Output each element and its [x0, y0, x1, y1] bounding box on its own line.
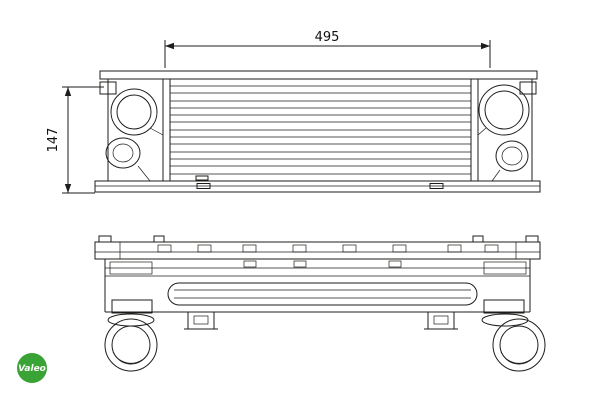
width-dimension: 495	[164, 30, 491, 68]
tab	[153, 235, 165, 243]
height-dimension-label: 147	[46, 128, 61, 153]
front-view	[94, 70, 541, 193]
bottom-view	[94, 235, 546, 372]
mounting-foot-right	[424, 311, 458, 330]
rail-clips	[119, 242, 517, 259]
mounting-foot-left	[184, 311, 218, 330]
arrowhead-right	[481, 42, 490, 50]
left-pipe-bottom	[104, 261, 158, 372]
top-rail	[99, 70, 538, 80]
tab	[472, 235, 484, 243]
valeo-logo: Valeo	[17, 353, 47, 383]
left-bracket	[99, 81, 117, 95]
left-pipe-opening	[116, 94, 152, 130]
bottom-rail	[94, 180, 541, 193]
core-edge	[167, 282, 478, 306]
right-pipe-opening	[484, 90, 524, 130]
right-hose	[495, 140, 529, 172]
mounting-slot-left	[196, 183, 211, 189]
valeo-logo-disc	[17, 353, 47, 383]
right-pipe-clamp	[478, 84, 530, 136]
intercooler-core	[162, 78, 479, 182]
right-pipe-bottom	[481, 261, 546, 372]
mounting-slot-right	[429, 183, 444, 189]
core-slot-detail	[195, 175, 209, 181]
arrowhead-left	[165, 42, 174, 50]
tab	[98, 235, 112, 243]
left-pipe-end	[104, 318, 158, 372]
width-dimension-label: 495	[315, 30, 340, 45]
height-dimension: 147	[46, 86, 104, 194]
valeo-logo-text: Valeo	[18, 364, 46, 374]
right-bracket	[519, 81, 537, 95]
upper-rail	[94, 241, 541, 260]
arrowhead-top	[64, 87, 72, 96]
right-pipe-end	[492, 318, 546, 372]
left-pipe-clamp	[110, 88, 158, 136]
right-clamp-ring	[481, 313, 529, 327]
core-fins	[170, 85, 471, 175]
arrowhead-bottom	[64, 184, 72, 193]
left-tank	[99, 79, 164, 182]
tab	[525, 235, 539, 243]
left-hose	[105, 137, 141, 169]
right-tank	[477, 79, 537, 182]
